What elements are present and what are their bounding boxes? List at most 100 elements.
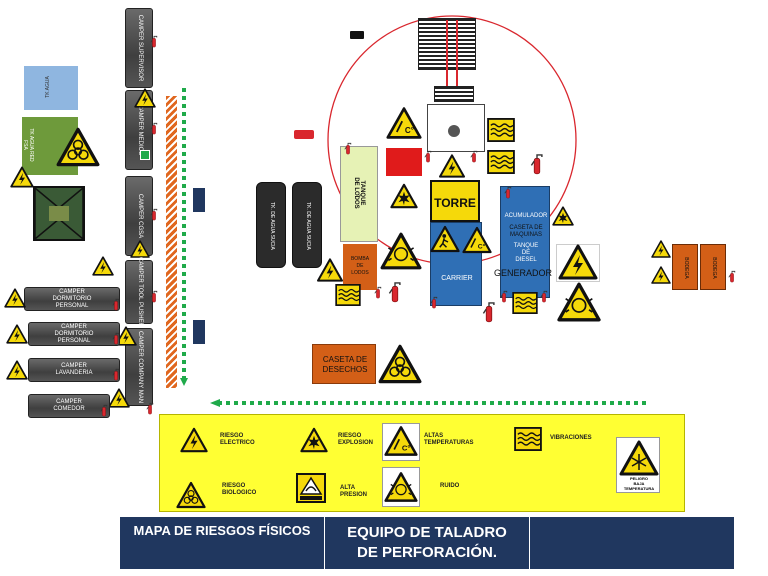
vibration-icon	[487, 118, 515, 142]
bodega-2: BODEGA	[700, 244, 726, 290]
tk-agua-red-label: TK AGUA RED FSA	[22, 128, 34, 162]
legend-alta-presion: ALTA PRESION	[340, 485, 368, 498]
high-voltage-icon	[6, 324, 28, 344]
fire-extinguisher-icon	[100, 404, 108, 417]
high-voltage-icon	[6, 360, 28, 380]
fire-extinguisher-icon	[150, 35, 158, 48]
torre-label: TORRE	[434, 196, 476, 210]
legend-cold-frame: PELIGRO BAJA TEMPERATURA	[616, 437, 660, 493]
tk-agua-label: TK AGUA	[45, 76, 51, 98]
camper-comedor-label: CAMPER COMEDOR	[53, 399, 85, 412]
high-voltage-icon	[108, 388, 130, 408]
substructure-red	[386, 148, 422, 176]
vibration-icon	[335, 284, 361, 306]
camper-supervisor: CAMPER SUPERVISOR	[125, 8, 153, 88]
biohazard-icon	[56, 127, 100, 167]
legend-ruido: RUIDO	[440, 483, 460, 489]
torre-box: TORRE	[430, 180, 480, 222]
fire-extinguisher-icon	[112, 368, 120, 381]
legend-riesgo-explosion: RIESGO EXPLOSION	[338, 433, 374, 446]
truck-icon	[350, 31, 364, 39]
high-voltage-icon	[10, 166, 34, 188]
high-voltage-icon	[558, 244, 598, 280]
high-voltage-icon	[4, 288, 26, 308]
tanque-lodos-label: TANQUE DE LODOS	[353, 177, 365, 209]
info-sign	[193, 188, 205, 212]
fire-extinguisher-icon	[374, 286, 382, 299]
explosion-icon	[390, 182, 418, 210]
fire-extinguisher-icon	[112, 298, 120, 311]
legend-riesgo-biologico: RIESGO BIOLOGICO	[222, 483, 257, 496]
fire-extinguisher-icon	[430, 296, 438, 309]
high-voltage-icon	[438, 154, 466, 178]
caseta-desechos: CASETA DE DESECHOS	[312, 344, 376, 384]
first-aid-sign	[140, 150, 150, 160]
fire-extinguisher-icon	[150, 290, 158, 303]
acumulador-unit: ACUMULADOR CASETA DE MAQUINAS TANQUE DE …	[500, 186, 550, 298]
fire-extinguisher-icon	[150, 208, 158, 221]
footer-title-left: MAPA DE RIESGOS FÍSICOS	[133, 523, 311, 538]
camper-dormitorio-2: CAMPER DORMITORIO PERSONAL	[28, 322, 120, 346]
high-voltage-icon	[92, 256, 114, 276]
bomba-lodos: BOMBA DE LODOS	[343, 244, 377, 290]
biohazard-icon	[378, 344, 422, 384]
person-hazard-icon	[430, 224, 460, 254]
acumulador-label: ACUMULADOR	[504, 213, 548, 219]
tk-agua-sucia-1: TK. DE AGUA SUCIA	[256, 182, 286, 268]
caseta-desechos-label: CASETA DE DESECHOS	[322, 355, 368, 374]
fire-extinguisher-icon	[344, 142, 352, 155]
explosion-icon	[300, 427, 328, 453]
fire-extinguisher-icon	[540, 290, 548, 303]
explosion-icon	[552, 206, 574, 226]
high-voltage-icon	[180, 427, 208, 453]
fire-extinguisher-icon	[530, 152, 544, 176]
tk-agua-tank: TK AGUA	[24, 66, 78, 110]
high-temperature-icon	[462, 226, 492, 254]
info-sign	[193, 320, 205, 344]
high-voltage-icon	[651, 240, 671, 258]
high-temperature-icon	[386, 106, 422, 140]
high-voltage-icon	[316, 258, 344, 282]
camper-comedor: CAMPER COMEDOR	[28, 394, 110, 418]
pipe-rack-2	[434, 86, 474, 102]
catwalk	[446, 20, 458, 86]
bodega-1: BODEGA	[672, 244, 698, 290]
fire-extinguisher-icon	[728, 270, 736, 283]
generator-block	[33, 186, 85, 241]
vibration-icon	[512, 292, 538, 314]
noise-icon	[384, 471, 418, 503]
camper-toolpusher: CAMPER TOOL PUSHER	[125, 257, 153, 327]
bodega-1-label: BODEGA	[683, 257, 689, 279]
footer-title-mid: EQUIPO DE TALADRO DE PERFORACIÓN.	[347, 524, 507, 561]
tk-agua-sucia-2-label: TK. DE AGUA SUCIA	[305, 202, 311, 250]
camper-supervisor-label: CAMPER SUPERVISOR	[137, 14, 143, 82]
noise-icon	[380, 232, 422, 270]
pressure-icon	[296, 473, 326, 503]
caseta-maquinas-label: CASETA DE MAQUINAS	[509, 225, 543, 238]
legend-altas-temperaturas: ALTAS TEMPERATURAS	[424, 433, 474, 446]
tk-agua-sucia-2: TK. DE AGUA SUCIA	[292, 182, 322, 268]
camper-dormitorio-1-label: CAMPER DORMITORIO PERSONAL	[52, 289, 92, 309]
fire-extinguisher-icon	[112, 332, 120, 345]
evacuation-route	[180, 88, 646, 407]
fire-extinguisher-icon	[470, 150, 478, 163]
camper-lavanderia: CAMPER LAVANDERIA	[28, 358, 120, 382]
fire-extinguisher-icon	[146, 402, 154, 415]
biohazard-icon	[176, 481, 206, 509]
fire-extinguisher-icon	[500, 290, 508, 303]
fire-extinguisher-icon	[424, 150, 432, 163]
camper-company-man-label: CAMPER COMPANY MAN	[137, 331, 143, 404]
footer-bar: MAPA DE RIESGOS FÍSICOS EQUIPO DE TALADR…	[120, 517, 734, 569]
fire-extinguisher-icon	[482, 300, 496, 324]
tanque-diesel-label: TANQUE DE DIESEL	[513, 243, 539, 263]
rig-floor	[427, 104, 485, 152]
generador-label: GENERADOR	[493, 268, 552, 278]
legend-riesgo-electrico: RIESGO ELECTRICO	[220, 433, 255, 446]
footer-divider	[324, 517, 325, 569]
carrier-label: CARRIER	[441, 275, 473, 282]
red-marker	[294, 130, 314, 139]
vibration-icon	[514, 427, 542, 451]
camper-dormitorio-1: CAMPER DORMITORIO PERSONAL	[24, 287, 120, 311]
fire-extinguisher-icon	[388, 280, 402, 304]
noise-icon	[556, 282, 602, 322]
